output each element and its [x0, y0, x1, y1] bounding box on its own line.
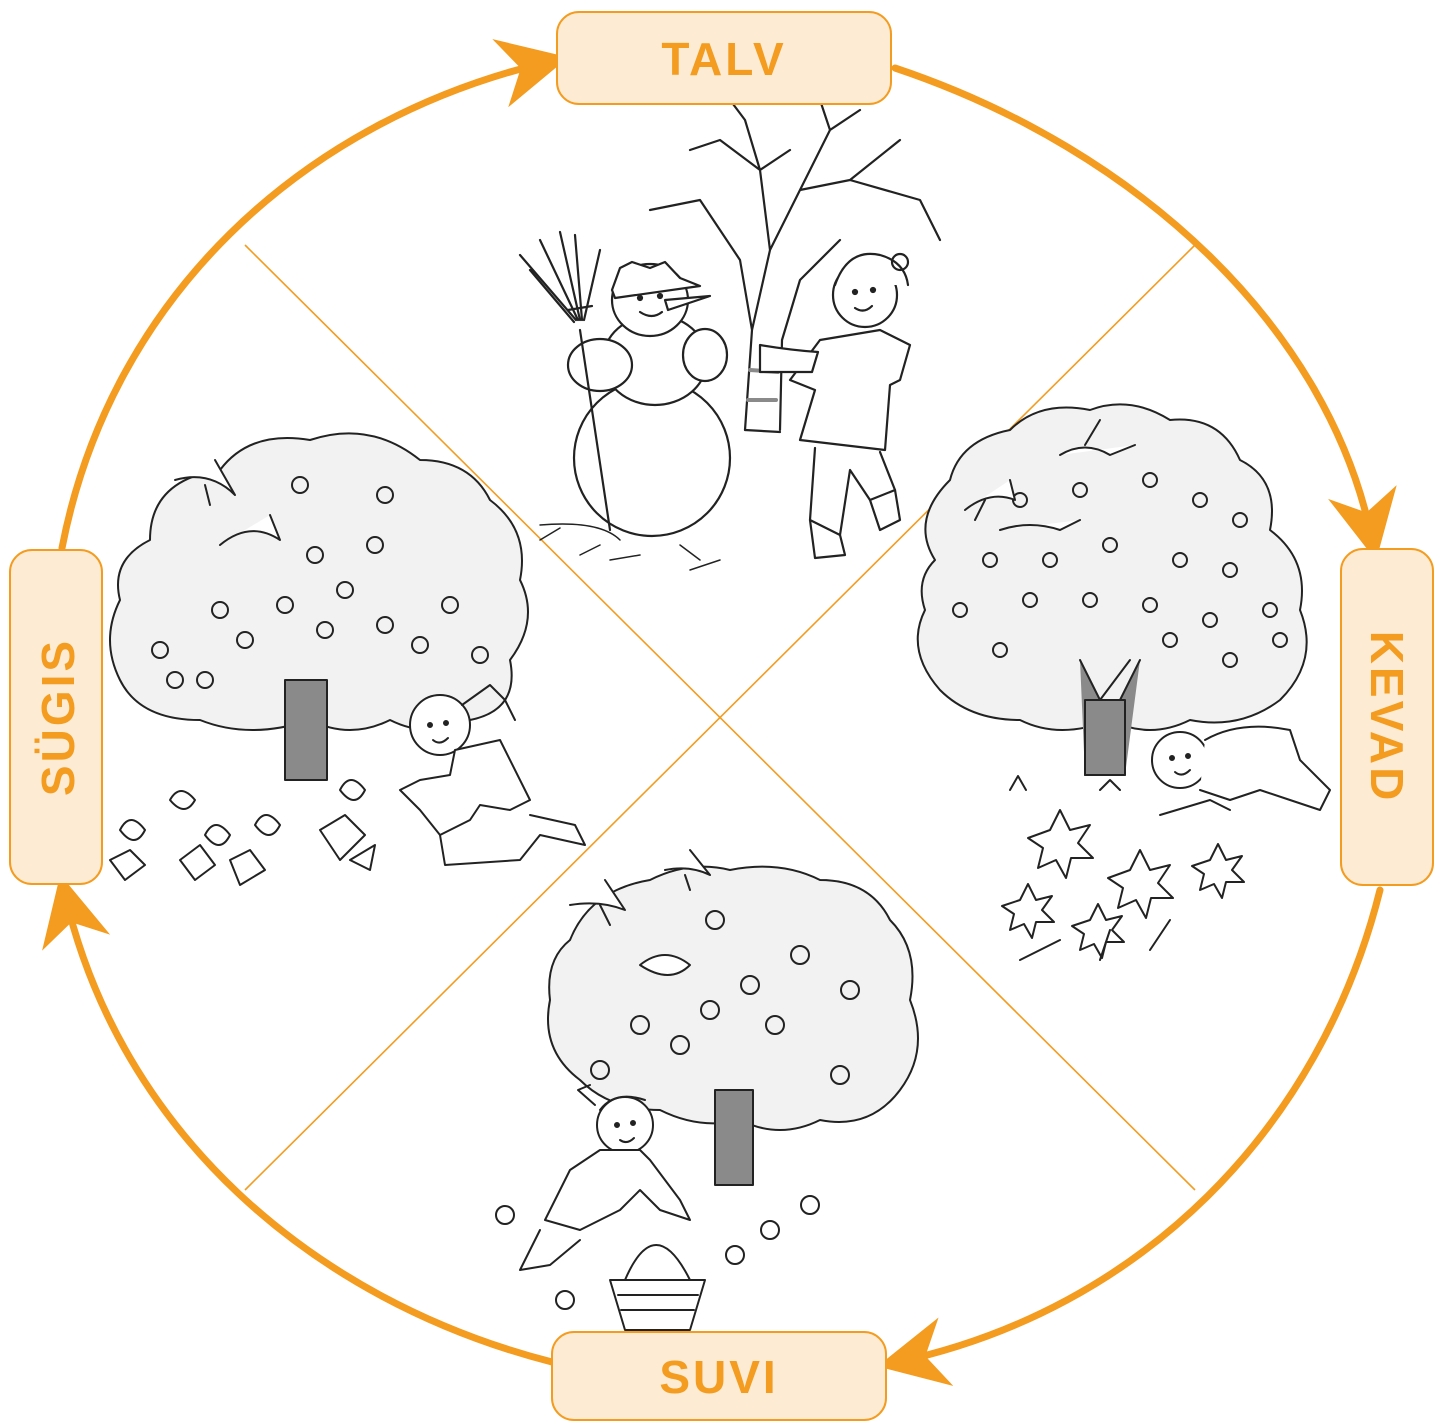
label-sugis-box	[9, 549, 103, 885]
label-kevad[interactable]: KEVAD	[1340, 548, 1434, 886]
arrow-talv-to-kevad	[891, 64, 1397, 561]
autumn-tree-trunk-icon	[284, 679, 328, 781]
label-talv-text: TALV	[661, 33, 786, 85]
arrow-sugis-to-talv	[58, 39, 569, 552]
winter-scene	[518, 98, 942, 571]
label-suvi[interactable]: SUVI	[551, 1331, 887, 1421]
bare-tree-icon	[648, 98, 942, 434]
spring-scene	[916, 403, 1331, 961]
label-kevad-box	[1340, 548, 1434, 886]
spring-bird-icons	[964, 419, 1136, 531]
label-suvi-box	[551, 1331, 887, 1421]
summer-tree-trunk-icon	[714, 1089, 754, 1186]
autumn-child-icon	[399, 684, 586, 866]
spring-child-icon	[1151, 725, 1331, 816]
label-suvi-text: SUVI	[659, 1351, 778, 1403]
summer-scene	[495, 849, 919, 1331]
divider-line-ne-sw	[244, 244, 1196, 1191]
basket-icon	[609, 1244, 706, 1331]
label-sugis-text: SÜGIS	[32, 638, 84, 796]
winter-child-icon	[758, 252, 912, 560]
apple-icons-autumn	[151, 476, 489, 689]
cycle-arrows	[42, 39, 1397, 1386]
quadrant-dividers	[244, 244, 1196, 1191]
label-kevad-text: KEVAD	[1361, 631, 1413, 804]
arrow-kevad-to-suvi	[877, 886, 1384, 1386]
blossom-tree-canopy-icon	[916, 403, 1308, 731]
autumn-tree-canopy-icon	[109, 432, 529, 731]
autumn-scene	[109, 432, 586, 886]
spring-flower-icons	[1001, 775, 1245, 961]
label-sugis[interactable]: SÜGIS	[9, 549, 103, 885]
autumn-bird-icons	[174, 459, 281, 546]
apple-icons-summer	[495, 910, 860, 1310]
strawberry-icon	[109, 779, 376, 886]
arrow-suvi-to-sugis	[42, 874, 556, 1366]
label-talv[interactable]: TALV	[556, 11, 892, 105]
summer-tree-canopy-icon	[547, 865, 919, 1131]
label-talv-box	[556, 11, 892, 105]
summer-bird-icons	[569, 849, 711, 976]
summer-child-icon	[519, 1084, 691, 1271]
snowman-icon	[518, 230, 732, 538]
snow-ground-icon	[539, 523, 721, 571]
